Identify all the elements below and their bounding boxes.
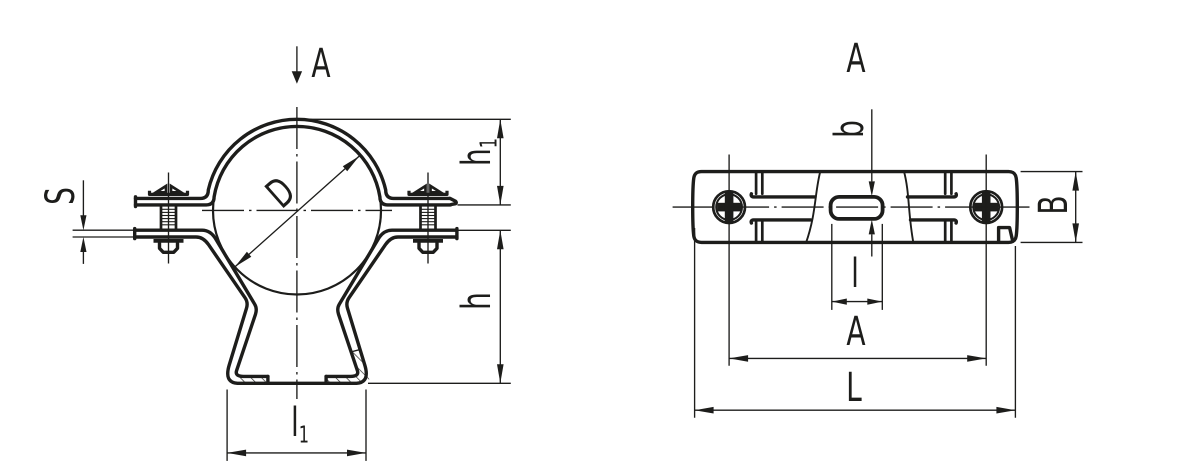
dim-label-S: S (38, 186, 84, 205)
dim-l (831, 223, 883, 310)
section-cut-arrow (291, 46, 303, 84)
channel-lines (749, 192, 959, 225)
dim-label-h1-sub: 1 (476, 138, 503, 149)
dim-label-l1: l1 (290, 399, 309, 447)
dim-label-l1-sub: 1 (298, 421, 310, 448)
dim-label-S-text: S (38, 186, 84, 205)
dimension-arrowhead (497, 185, 504, 205)
dimension-arrowhead (868, 219, 875, 235)
diameter-arrow (234, 155, 360, 268)
dimension-arrowhead (291, 71, 303, 84)
dimension-arrowhead (1072, 171, 1079, 191)
dimension-arrowhead (80, 237, 87, 252)
dimension-arrowhead (497, 230, 504, 250)
dim-label-b-text: b (826, 120, 873, 139)
dim-b (868, 109, 875, 257)
dim-label-h1: h1 (454, 138, 502, 167)
dim-B (1020, 170, 1083, 244)
break-lines (804, 170, 915, 244)
dim-S (72, 180, 134, 264)
dimension-arrowhead (497, 119, 504, 139)
dim-label-L: L (846, 368, 862, 408)
dim-label-h: h (454, 292, 500, 310)
section-hatching (238, 348, 370, 383)
label-section-a-text: A (310, 40, 331, 87)
dim-label-l: l (851, 254, 859, 294)
clamp-bolt-right (407, 183, 449, 254)
dimension-arrowhead (868, 181, 875, 197)
label-view-a-text: A (845, 36, 866, 83)
dimension-arrowhead (694, 406, 714, 414)
dim-A (729, 355, 987, 362)
dim-l1 (226, 389, 367, 461)
dim-label-h1-text: h (454, 148, 500, 167)
dimension-arrowhead (342, 156, 360, 172)
label-section-a: A (311, 44, 330, 84)
dim-label-B-text: B (1030, 195, 1077, 215)
bend-lines (754, 171, 953, 243)
dim-label-L-text: L (845, 365, 862, 411)
dimension-arrowhead (227, 449, 247, 457)
dimension-arrowhead (234, 251, 252, 267)
dim-label-l1-text: l (290, 399, 299, 446)
dimension-arrowhead (831, 298, 847, 305)
dimension-arrowhead (967, 355, 987, 362)
top-view-outline (691, 169, 1019, 245)
dimension-arrowhead (497, 364, 504, 384)
top-centerlines (672, 154, 1030, 366)
dim-label-b: b (826, 120, 873, 139)
clamp-bolt-left (147, 183, 190, 254)
dim-label-l-text: l (851, 251, 860, 297)
dim-h1 (297, 118, 511, 206)
dim-label-B: B (1030, 195, 1077, 215)
dimension-arrowhead (1072, 223, 1079, 243)
dim-L (693, 228, 1017, 418)
dimension-arrowhead (347, 449, 366, 457)
dim-label-h-text: h (454, 292, 500, 310)
front-centerlines (167, 107, 429, 399)
dim-label-A-text: A (846, 308, 866, 355)
lower-strap (132, 226, 459, 385)
dim-label-A: A (846, 312, 865, 352)
mounting-slot (828, 194, 885, 221)
dimension-arrowhead (80, 215, 87, 231)
dimension-arrowhead (867, 298, 883, 305)
dimension-arrowhead (996, 406, 1016, 414)
label-view-a: A (846, 39, 865, 79)
dimension-arrowhead (729, 355, 749, 362)
dim-h (368, 229, 511, 384)
